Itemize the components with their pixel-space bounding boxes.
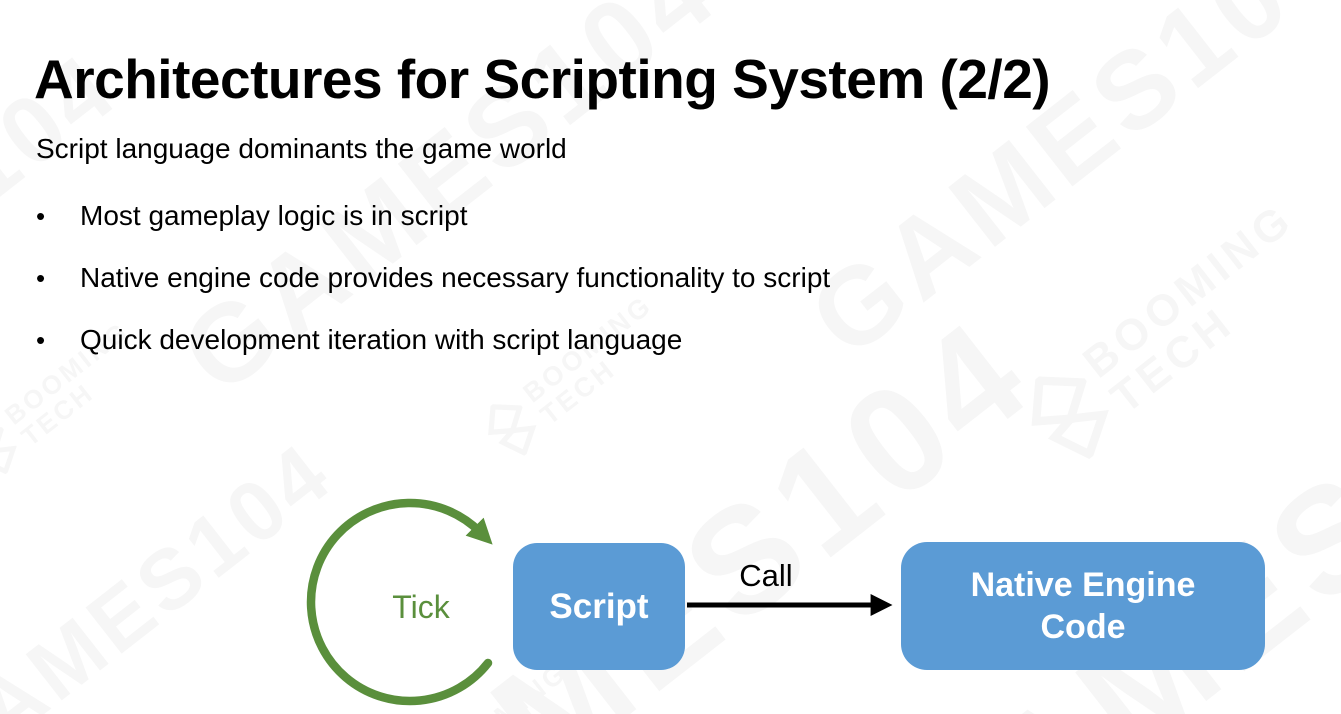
booming-tech-logo-icon <box>488 404 537 457</box>
booming-tech-logo-icon <box>1031 376 1109 461</box>
bullet-text: Quick development iteration with script … <box>80 324 683 355</box>
bullet-marker: • <box>36 201 46 231</box>
script-node: Script <box>513 543 685 670</box>
bullet-item: • Native engine code provides necessary f… <box>36 262 830 294</box>
script-node-label: Script <box>549 587 649 626</box>
watermark-booming-tech: BOOMING TECH <box>474 290 677 467</box>
page-title: Architectures for Scripting System (2/2) <box>34 47 1051 110</box>
native-engine-code-node: Native Engine Code <box>901 542 1265 670</box>
watermark-games104: GAMES104 <box>0 424 351 714</box>
subtitle-text: Script language dominants the game world <box>36 133 567 164</box>
bullet-marker: • <box>36 325 46 355</box>
watermark-booming-tech: BOOMING TECH <box>1008 194 1332 477</box>
bullet-marker: • <box>36 263 46 293</box>
bullet-item: • Quick development iteration with script… <box>36 324 682 356</box>
watermark-brand-line2: TECH <box>1101 297 1244 423</box>
call-label: Call <box>739 558 793 593</box>
booming-tech-logo-icon <box>0 425 17 475</box>
bullet-text: Most gameplay logic is in script <box>80 200 468 231</box>
watermark-brand-line1: BOOMING <box>1074 193 1304 388</box>
bullet-item: • Most gameplay logic is in script <box>36 200 467 232</box>
watermark-brand-line2: TECH <box>451 680 590 714</box>
bullet-text: Native engine code provides necessary fu… <box>80 262 831 293</box>
native-node-label-line1: Native Engine <box>970 566 1196 604</box>
tick-label: Tick <box>392 589 450 625</box>
native-node-label-line2: Code <box>1040 608 1126 646</box>
